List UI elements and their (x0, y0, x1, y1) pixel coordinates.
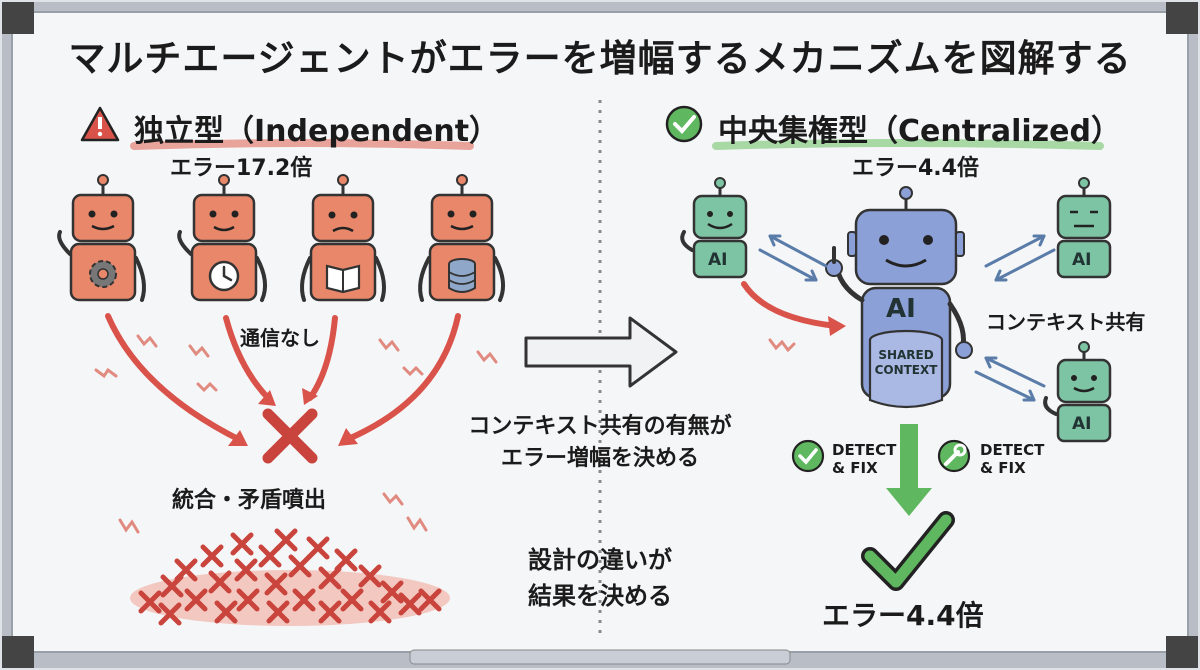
robot-database (418, 174, 506, 302)
error-arrow-right (741, 281, 839, 329)
wrench-icon (937, 439, 971, 473)
transition-arrow (524, 316, 678, 388)
footer-caption-line1: 設計の違いが (528, 546, 672, 574)
ai-label: AI (1072, 250, 1092, 270)
frame-corner-tr (1166, 2, 1198, 34)
integration-conflict-label: 統合・矛盾噴出 (172, 488, 327, 513)
check-circle-icon (665, 105, 703, 143)
context-share-label: コンテキスト共有 (986, 310, 1146, 334)
error-squiggles (94, 334, 498, 534)
check-circle-icon (791, 439, 825, 473)
page-title: マルチエージェントがエラーを増幅するメカニズムを図解する (68, 37, 1132, 80)
robot-gear (57, 174, 146, 302)
frame-corner-br (1166, 636, 1198, 668)
shared-context-database (868, 329, 944, 409)
arrowheads (228, 388, 358, 446)
book-icon (325, 264, 361, 294)
robot-book (300, 174, 386, 302)
footer-caption-line2: 結果を決める (528, 582, 672, 610)
error-arrow-right-head (828, 316, 846, 336)
ai-label: AI (1072, 414, 1092, 434)
robot-central-ai (825, 186, 973, 409)
no-communication-label: 通信なし (240, 326, 320, 350)
central-ai-label: AI (886, 294, 916, 324)
left-heading-underline (130, 139, 474, 150)
warning-icon (80, 106, 120, 142)
error-pile-shadow (130, 570, 450, 626)
robot-ai-left (680, 177, 748, 279)
middle-caption-line2: エラー増幅を決める (500, 446, 699, 471)
middle-caption-line1: コンテキスト共有の有無が (468, 414, 732, 439)
detect-fix-label: DETECT & FIX (980, 441, 1045, 477)
clock-icon (208, 260, 240, 292)
robot-clock (177, 174, 268, 302)
database-icon (448, 258, 476, 293)
independent-error-rate: エラー17.2倍 (170, 156, 313, 181)
gear-icon (89, 260, 117, 288)
frame-corner-bl (2, 636, 34, 668)
right-squiggle (768, 338, 796, 353)
context-arrows (758, 234, 1056, 402)
final-error-rate: エラー4.4倍 (822, 599, 984, 632)
down-arrow (886, 424, 932, 516)
right-heading-underline (712, 139, 1104, 150)
independent-heading: 独立型（Independent） (134, 114, 500, 149)
checkmark-icon (861, 511, 955, 591)
error-arrows (105, 313, 461, 443)
shared-context-label: SHARED CONTEXT (874, 348, 938, 377)
robot-ai-right-top (1056, 177, 1112, 279)
centralized-error-rate: エラー4.4倍 (852, 156, 979, 181)
robot-ai-right-bottom (1043, 341, 1112, 443)
x-mark-icon (262, 408, 318, 464)
detect-fix-label: DETECT & FIX (832, 441, 897, 477)
ai-label: AI (708, 250, 728, 270)
marker-tray (409, 649, 791, 665)
frame-corner-tl (2, 2, 34, 34)
centralized-heading: 中央集権型（Centralized） (718, 114, 1121, 149)
